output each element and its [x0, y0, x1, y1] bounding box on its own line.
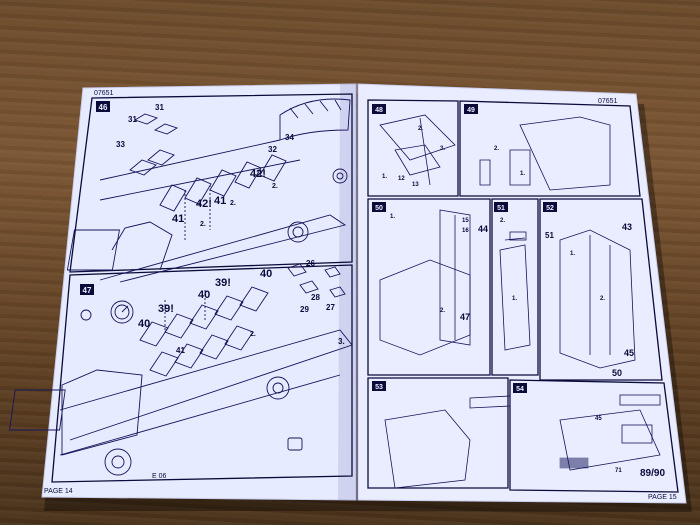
callout-r50-15: 15 — [462, 218, 469, 224]
callout-r49-1: 1. — [520, 171, 525, 177]
left-page-label: PAGE 14 — [44, 488, 73, 495]
small-mark-e06: E 06 — [152, 473, 167, 480]
callout-40c: 40 — [138, 318, 150, 330]
callout-r52-43: 43 — [622, 222, 632, 232]
callout-3: 3. — [338, 337, 345, 346]
step-50-frame — [367, 198, 491, 376]
callout-r48-1: 1. — [382, 174, 387, 180]
step-53-badge — [372, 381, 386, 391]
step-53-frame — [367, 377, 509, 489]
callout-42b: 42! — [250, 168, 266, 180]
callout-31b: 31 — [128, 115, 137, 124]
callout-2a: 2. — [230, 200, 236, 207]
step-46-number-badge: 46 — [96, 101, 110, 112]
callout-34: 34 — [285, 133, 294, 142]
step-47-frame — [51, 264, 353, 483]
step-54-badge — [513, 383, 527, 393]
callout-29: 29 — [300, 305, 309, 314]
step-53-number: 53 — [375, 384, 383, 391]
callout-40a: 40 — [198, 289, 210, 301]
callout-40b: 40 — [260, 268, 272, 280]
step-52-number: 52 — [546, 205, 554, 212]
callout-42a: 42! — [196, 198, 212, 210]
step-54-number: 54 — [516, 386, 524, 393]
step-50-badge — [372, 202, 386, 212]
step-49-badge — [464, 104, 478, 114]
callout-r50-47: 47 — [460, 312, 470, 322]
step-52-badge — [543, 202, 557, 212]
left-page — [41, 83, 357, 501]
callout-32: 32 — [268, 145, 277, 154]
step-51-badge — [494, 202, 508, 212]
callout-41b: 41 — [214, 195, 226, 207]
callout-2d: 2. — [250, 331, 256, 338]
callout-2c: 2. — [272, 183, 278, 190]
callout-r54-71: 71 — [615, 468, 622, 474]
callout-r51-1: 1. — [512, 296, 517, 302]
callout-41a: 41 — [172, 213, 184, 225]
right-page-label: PAGE 15 — [648, 494, 677, 501]
callout-r48-13: 13 — [412, 182, 419, 188]
callout-r50-16: 16 — [462, 228, 469, 234]
callout-r51-2: 2. — [500, 218, 505, 224]
step-46-number: 46 — [99, 103, 108, 112]
step-52-frame — [539, 198, 663, 381]
callout-r48-12: 12 — [398, 176, 405, 182]
step-46-frame — [69, 93, 353, 273]
step-47-number-badge: 47 — [80, 284, 94, 295]
callout-33: 33 — [116, 140, 125, 149]
step-49-frame — [459, 100, 641, 197]
step-50-number: 50 — [375, 205, 383, 212]
step-47-number: 47 — [83, 286, 92, 295]
step-48-frame — [367, 99, 459, 197]
callout-r52-45: 45 — [624, 348, 634, 358]
step-48-number: 48 — [375, 107, 383, 114]
step-54-frame — [509, 379, 679, 493]
callout-39a: 39! — [158, 303, 174, 315]
step-51-frame — [491, 198, 539, 376]
callout-39b: 39! — [215, 277, 231, 289]
step-48-badge — [372, 104, 386, 114]
callout-r50-44: 44 — [478, 224, 488, 234]
step-47-illustration — [9, 263, 353, 476]
callout-r49-2: 2. — [494, 146, 499, 152]
step-46-illustration — [66, 98, 351, 283]
callout-r50-2: 2. — [440, 308, 445, 314]
right-page — [357, 83, 687, 504]
right-page-illustrations — [379, 114, 661, 489]
step-51-number: 51 — [497, 205, 505, 212]
callout-41c: 41 — [176, 346, 185, 355]
callout-31a: 31 — [155, 103, 164, 112]
callout-r48-2: 2. — [418, 126, 423, 132]
footer-counter: 89/90 — [640, 468, 665, 479]
callout-r50-1: 1. — [390, 214, 395, 220]
callout-r51-51: 51 — [545, 231, 554, 240]
left-page-code: 07651 — [94, 90, 114, 97]
callout-28: 28 — [311, 293, 320, 302]
callout-r52-2: 2. — [600, 296, 605, 302]
callout-r54-45: 45 — [595, 416, 602, 422]
callout-r48-3: 3. — [440, 146, 445, 152]
right-page-code: 07651 — [598, 98, 618, 105]
callout-r52-1: 1. — [570, 251, 575, 257]
step-49-number: 49 — [467, 107, 475, 114]
callout-2b: 2. — [200, 221, 206, 228]
callout-27: 27 — [326, 303, 335, 312]
callout-26: 26 — [306, 259, 315, 268]
callout-r52-50: 50 — [612, 368, 622, 378]
